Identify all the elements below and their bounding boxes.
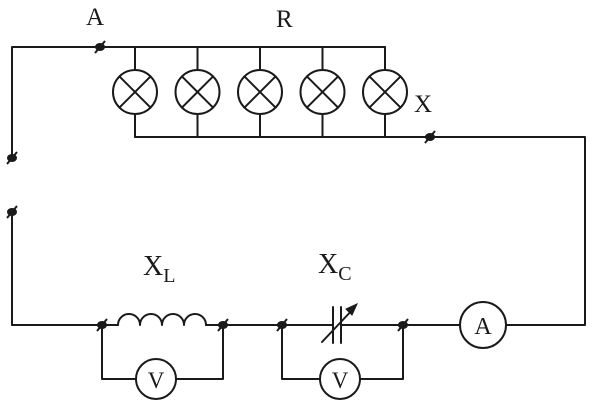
wire-right-side bbox=[429, 136, 586, 326]
lamp-1 bbox=[112, 46, 158, 138]
voltmeter-inductor-label: V bbox=[148, 368, 165, 393]
terminal-left-bottom bbox=[6, 205, 18, 219]
inductor-label-sub: L bbox=[163, 265, 175, 287]
resistor-bank-label: R bbox=[276, 6, 293, 33]
inductor-label-main: X bbox=[143, 251, 163, 282]
node-a-label: A bbox=[86, 4, 104, 31]
terminals bbox=[6, 40, 436, 332]
terminal-a bbox=[94, 40, 106, 54]
variable-capacitor bbox=[321, 302, 359, 344]
lamp-icon bbox=[112, 69, 158, 115]
voltmeter-capacitor-label: V bbox=[332, 368, 349, 393]
terminal-inductor-right bbox=[217, 318, 229, 332]
terminal-capacitor-left bbox=[276, 318, 288, 332]
voltmeter-capacitor: V bbox=[281, 324, 404, 400]
resistor-bank bbox=[99, 46, 431, 138]
lamp-icon bbox=[299, 69, 346, 115]
terminal-inductor-left bbox=[96, 318, 108, 332]
lamp-4 bbox=[299, 46, 346, 138]
wire-top-left bbox=[11, 46, 101, 159]
ammeter-label: A bbox=[474, 314, 492, 340]
capacitor-label-main: X bbox=[318, 249, 338, 280]
lamp-5 bbox=[362, 46, 408, 138]
ammeter: A bbox=[459, 301, 507, 349]
lamp-icon bbox=[362, 69, 408, 115]
inductor-label: XL bbox=[143, 251, 175, 287]
capacitor-label: XC bbox=[318, 249, 352, 285]
terminal-left-top bbox=[6, 151, 18, 165]
lamp-icon bbox=[237, 69, 283, 115]
terminal-x bbox=[424, 130, 436, 144]
node-x-label: X bbox=[414, 91, 432, 118]
lamp-icon bbox=[174, 69, 221, 115]
arrow-head-icon bbox=[345, 302, 359, 316]
inductor-coil bbox=[117, 313, 207, 326]
terminal-capacitor-right bbox=[397, 318, 409, 332]
lamp-2 bbox=[174, 46, 221, 138]
capacitor-label-sub: C bbox=[338, 263, 351, 285]
lamp-3 bbox=[237, 46, 283, 138]
inductor bbox=[101, 313, 224, 326]
voltmeter-inductor: V bbox=[101, 324, 224, 400]
